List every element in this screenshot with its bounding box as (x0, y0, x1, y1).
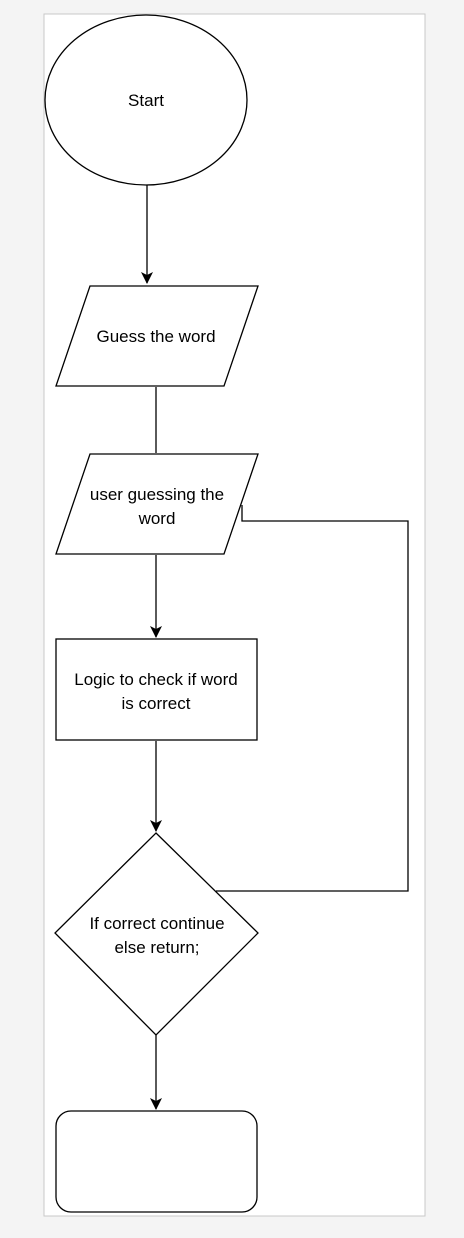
user-guessing-node[interactable]: user guessing the word (55, 453, 259, 555)
check-logic-label-line-2: is correct (122, 694, 191, 713)
check-logic-label-line-1: Logic to check if word (74, 670, 237, 689)
end-node[interactable] (55, 1110, 258, 1213)
decision-node[interactable]: If correct continue else return; (54, 832, 259, 1036)
start-node-label: Start (128, 91, 164, 110)
guess-word-input-label: Guess the word (96, 327, 215, 346)
decision-label-line-1: If correct continue (89, 914, 224, 933)
decision-label-line-2: else return; (114, 938, 199, 957)
diagram-page (43, 13, 426, 1217)
connector-decision-loop-back[interactable] (216, 505, 409, 892)
user-guessing-label-line-2: word (138, 509, 176, 528)
guess-word-input-node[interactable]: Guess the word (55, 285, 259, 387)
user-guessing-label-line-1: user guessing the (90, 485, 224, 504)
check-logic-node[interactable]: Logic to check if word is correct (55, 638, 258, 741)
start-node[interactable]: Start (44, 14, 248, 186)
